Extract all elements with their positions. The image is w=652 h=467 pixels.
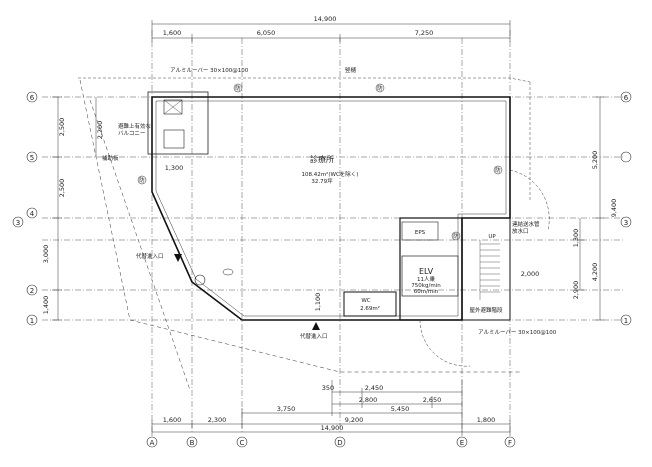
- row-axis-3-left: 3: [16, 219, 20, 227]
- fire-mark-1: 防: [235, 84, 241, 92]
- dim-bottom-2450: 2,450: [365, 384, 384, 392]
- row-axis-6-right: 6: [624, 94, 629, 102]
- row-axis-1-left: 1: [30, 317, 34, 325]
- column-circle: [194, 274, 206, 286]
- fire-hose-label-2: 放水口: [512, 227, 529, 235]
- stair-treads: [479, 240, 500, 300]
- clinic-area: 108.42m²(WCを除く): [302, 170, 359, 178]
- emergency-entry-left: 代替進入口: [136, 252, 164, 260]
- right-dimensions: [576, 96, 604, 321]
- emergency-entry-bottom: 代替進入口: [300, 332, 328, 340]
- dim-right-1300: 1,300: [572, 229, 580, 248]
- col-axis-A: A: [150, 439, 155, 447]
- row-axis-6-left: 6: [30, 94, 35, 102]
- dim-bottom-3750: 3,750: [277, 405, 296, 413]
- dim-left-2500b: 2,500: [58, 179, 66, 198]
- elv-shaft: [401, 255, 459, 297]
- bottom-dimensions: [151, 380, 511, 436]
- wc-area: 2.69m²: [360, 305, 380, 312]
- balcony-label-1: 避難上有効な: [118, 122, 152, 130]
- outdoor-stair: [461, 217, 511, 321]
- wc-label: WC: [361, 298, 370, 304]
- dim-left-3000: 3,000: [42, 245, 50, 264]
- dim-right-2000: 2,000: [521, 270, 540, 278]
- fire-mark-icons: [137, 83, 503, 241]
- elv-capacity: 11人乗: [417, 276, 435, 283]
- row-axis-3-right: 3: [624, 219, 628, 227]
- col-axis-B: B: [190, 439, 195, 447]
- grid-lines: [42, 30, 624, 432]
- dim-top-2: 6,050: [257, 29, 276, 37]
- row-axis-5-left: 5: [30, 154, 34, 162]
- col-axis-C: C: [240, 439, 245, 447]
- dim-top-overall: 14,900: [314, 15, 337, 23]
- eps-label: EPS: [415, 230, 426, 236]
- balcony-hatch: [163, 99, 183, 115]
- left-dimensions: [52, 96, 97, 321]
- fire-mark-4: 防: [495, 166, 501, 174]
- dim-bottom-2300: 2,300: [208, 416, 227, 424]
- dim-left-1400: 1,400: [42, 296, 50, 315]
- balcony-area: [147, 91, 209, 155]
- site-boundary: [78, 77, 531, 200]
- fire-mark-2: 防: [377, 84, 383, 92]
- fixture-icon: [222, 268, 234, 276]
- dim-right-5200: 5,200: [591, 151, 599, 170]
- louver-bottom-note: アルミルーバー 30×100@100: [478, 329, 557, 336]
- door-swing-arcs: [419, 169, 550, 367]
- clinic-name: 診療所: [310, 154, 334, 164]
- emergency-entry-bottom-icon: [312, 322, 320, 330]
- clinic-wall-inner: [155, 100, 507, 317]
- dim-bottom-2800: 2,800: [359, 396, 378, 404]
- fire-mark-3: 防: [139, 176, 145, 184]
- column-axis-markers: [146, 436, 516, 448]
- dim-left-2200: 2,200: [96, 121, 104, 140]
- elv-load: 750kg/min: [411, 283, 441, 289]
- row-axis-4-left: 4: [30, 210, 35, 218]
- dim-top-1: 1,600: [163, 29, 182, 37]
- dim-bottom-350: 350: [322, 384, 334, 392]
- row-axis-2-left: 2: [30, 287, 34, 295]
- dim-bottom-1600: 1,600: [163, 416, 182, 424]
- dim-left-2500a: 2,500: [58, 118, 66, 137]
- gutter-note: 竪樋: [345, 66, 357, 74]
- setback-lines: [79, 79, 520, 391]
- dim-top-3: 7,250: [415, 29, 434, 37]
- dim-bottom-2650: 2,650: [423, 396, 442, 404]
- aux-tag: 補助板: [102, 154, 119, 162]
- stair-label: 屋外避難階段: [469, 306, 503, 314]
- dim-bottom-9200: 9,200: [345, 416, 364, 424]
- eps-room: [401, 221, 439, 241]
- dim-1100: 1,100: [314, 293, 322, 312]
- clinic-tsubo: 32.79坪: [311, 177, 333, 185]
- col-axis-E: E: [460, 439, 464, 447]
- fire-hose-label-1: 連結送水管: [512, 220, 540, 228]
- elv-label: ELV: [419, 267, 434, 276]
- dim-right-4200: 4,200: [591, 263, 599, 282]
- col-axis-F: F: [508, 439, 512, 447]
- pipe-space: [163, 129, 185, 149]
- elv-speed: 60m/min: [414, 289, 439, 295]
- wc-room: [343, 291, 397, 317]
- balcony-label-2: バルコニー: [118, 130, 145, 137]
- emergency-entry-left-icon: [174, 254, 182, 262]
- dim-left-1300: 1,300: [165, 164, 184, 172]
- top-dimensions: [151, 20, 511, 42]
- dim-bottom-overall: 14,900: [321, 424, 344, 432]
- col-axis-D: D: [337, 439, 342, 447]
- row-axis-markers: [12, 91, 632, 326]
- row-axis-1-right: 1: [624, 317, 628, 325]
- dim-bottom-5450: 5,450: [391, 405, 410, 413]
- dim-right-9400: 9,400: [610, 199, 618, 218]
- fire-mark-5: 防: [453, 232, 459, 240]
- dim-bottom-1800: 1,800: [477, 416, 496, 424]
- stair-up-label: UP: [488, 234, 496, 240]
- dim-right-2900: 2,900: [572, 281, 580, 300]
- louver-top-note: アルミルーバー 30×100@100: [170, 67, 249, 74]
